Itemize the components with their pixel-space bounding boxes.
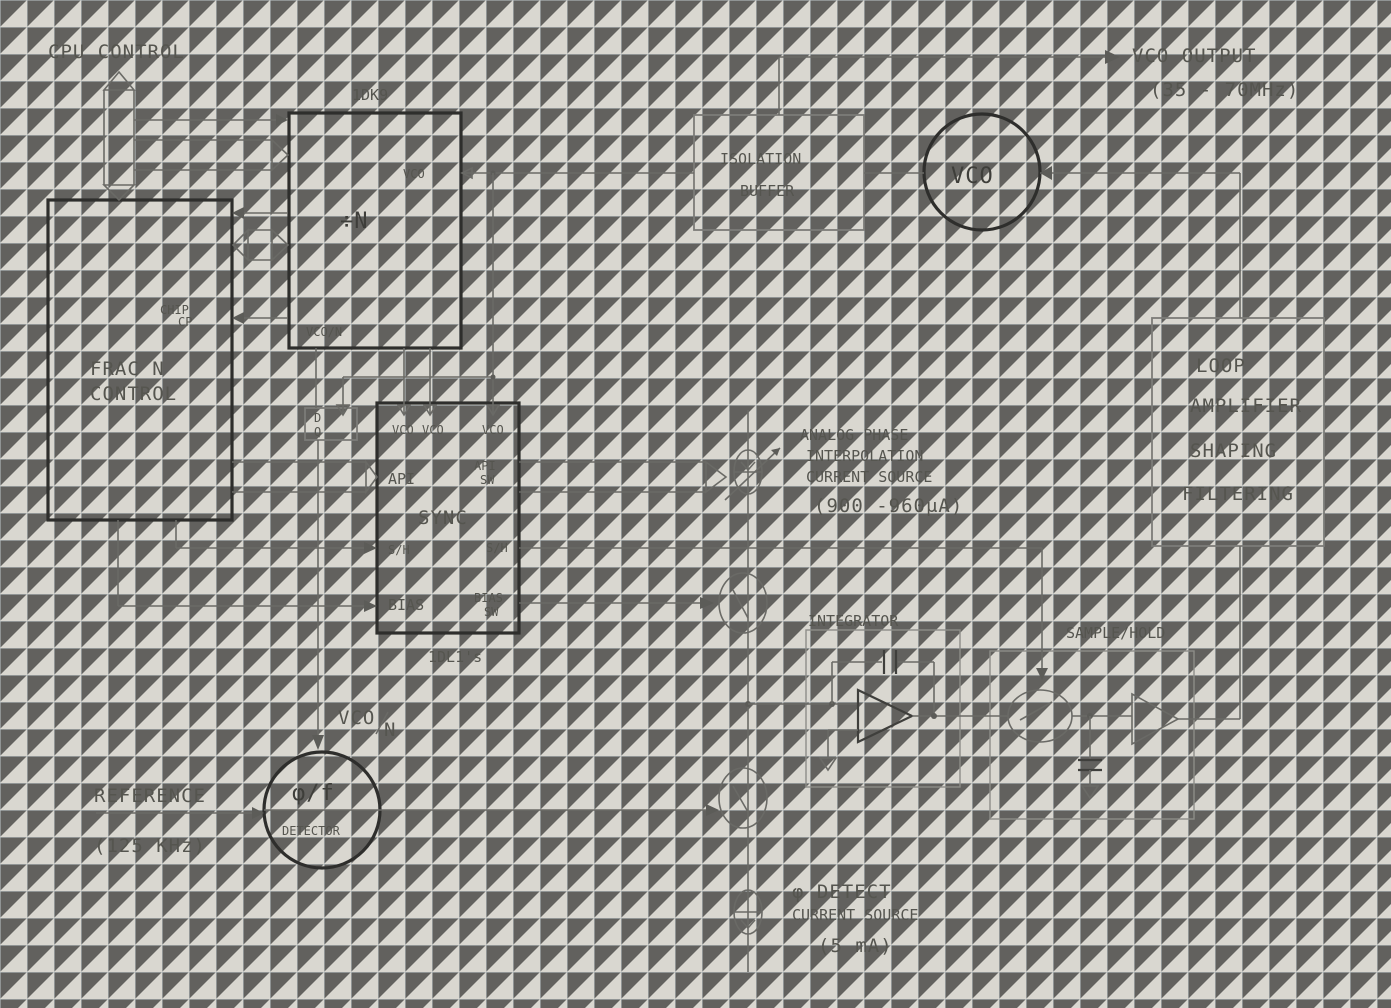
current-source-label: CURRENT SOURCE	[806, 468, 932, 486]
vco-label: VCO	[951, 164, 994, 189]
amplifier-label: AMPLIFIER	[1190, 395, 1302, 417]
frac-divider-bus	[231, 207, 290, 324]
detector-label: DETECTOR	[282, 824, 341, 838]
sync-sh-out-label: S/H	[486, 541, 508, 555]
vco-n-denominator-label: N	[384, 719, 396, 741]
sync-api-label: API	[388, 470, 415, 488]
phi-detect-label: φ DETECT	[792, 881, 892, 903]
sync-vco-a-label: VCO	[392, 423, 414, 437]
divider-vco-pin-label: VCO	[403, 167, 425, 181]
sync-vco-b-label: VCO	[422, 423, 444, 437]
sync-label: SYNC	[418, 507, 468, 529]
frac-n-label: FRAC N	[90, 358, 165, 380]
reference-detector-path	[96, 804, 719, 819]
vco-over-n-pin-label: VCO/N	[306, 325, 342, 339]
integrator-label: INTEGRATOR	[808, 612, 899, 630]
integrator-op-amp	[748, 650, 1008, 772]
sync-sw-label: SW	[480, 473, 495, 487]
frac-n-control-block	[46, 198, 234, 522]
divide-n-block	[287, 111, 463, 350]
loop-amplifier-block	[1151, 317, 1325, 547]
sample-hold-circuit	[1007, 546, 1241, 800]
dff-d-label: D	[314, 411, 321, 425]
cpu-control-label: CPU CONTROL	[48, 41, 185, 63]
interpolation-label: INTERPOLATION	[806, 447, 923, 465]
divider-outputs	[312, 348, 496, 750]
reference-frequency-label: (125 KHz)	[94, 835, 206, 857]
frac-sync-bus	[117, 459, 378, 612]
divide-n-label: ÷N	[340, 209, 369, 234]
sync-block	[375, 401, 521, 635]
chip-1dl1-label: 1DL1's	[428, 648, 482, 666]
sync-vco-c-label: VCO	[482, 423, 504, 437]
sync-outputs	[519, 460, 1048, 680]
vco-output-label: VCO OUTPUT	[1132, 45, 1256, 67]
sync-api-sw-label: API	[474, 459, 496, 473]
analog-range-label: (900 -960μA)	[814, 495, 963, 517]
filtering-label: FILTERING	[1182, 483, 1294, 505]
cpu-control-bus	[102, 70, 290, 202]
shaping-label: SHAPING	[1190, 440, 1277, 462]
reference-label: REFERENCE	[94, 785, 206, 807]
chip-label: CHIP	[160, 303, 189, 317]
sync-bias-label: BIAS	[388, 596, 424, 614]
vco-block	[922, 112, 1042, 232]
phi-f-label: φ/f	[292, 781, 335, 806]
loop-label: LOOP	[1196, 355, 1246, 377]
analog-phase-label: ANALOG PHASE	[800, 426, 908, 444]
sync-bias-sw2-label: SW	[484, 605, 499, 619]
dff-q-label: Q	[314, 425, 321, 439]
frac-control-label: CONTROL	[90, 383, 177, 405]
vco-n-label: VCO	[338, 707, 375, 729]
vco-output-range-label: (35 - 70MHz)	[1150, 79, 1299, 101]
integrator-block	[805, 629, 961, 788]
sync-sh-in-label: S/H	[388, 543, 410, 557]
phi-current-value-label: (5 mA)	[818, 935, 893, 957]
current-summing-bus	[718, 410, 781, 972]
buffer-label: BUFFER	[740, 182, 795, 200]
phi-current-source-label: CURRENT SOURCE	[792, 906, 918, 924]
vco-n-slash	[375, 711, 389, 735]
isolation-label: ISOLATION	[720, 150, 801, 168]
chip-1dk9-label: 1DK9	[352, 86, 388, 104]
sync-bias-sw-label: BIAS	[474, 591, 503, 605]
cp-label: CP	[178, 315, 192, 329]
sample-hold-block	[989, 650, 1195, 820]
d-flip-flop	[304, 407, 358, 441]
sample-hold-label: SAMPLE/HOLD	[1066, 624, 1165, 642]
